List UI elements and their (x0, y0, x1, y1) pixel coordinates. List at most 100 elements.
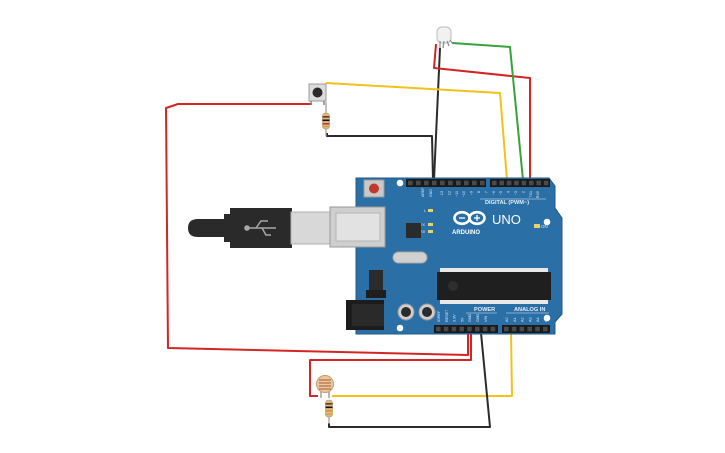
pin-label: 2 (521, 191, 525, 193)
arduino-logo (453, 210, 486, 226)
power-hole-3[interactable] (459, 326, 464, 332)
pin-label: A4 (536, 317, 540, 322)
wire-red-5v-ldr[interactable] (309, 333, 472, 397)
power-hole-7[interactable] (490, 326, 496, 332)
analog-hole-5[interactable] (543, 326, 548, 332)
digital-pwm-label: DIGITAL (PWM~) (485, 200, 529, 206)
digital-hole-right-5[interactable] (529, 180, 534, 186)
pin-label: 7 (484, 191, 488, 193)
analog-hole-3[interactable] (527, 326, 532, 332)
analog-hole-2[interactable] (519, 326, 525, 332)
power-hole-5[interactable] (475, 326, 480, 332)
digital-hole-left-3[interactable] (432, 180, 437, 186)
pin-label: VIN (484, 316, 488, 322)
digital-hole-right-2[interactable] (506, 180, 512, 186)
analog-hole-4[interactable] (535, 326, 540, 332)
reset-button[interactable] (363, 179, 385, 198)
voltage-regulator (369, 270, 383, 290)
gnd-label: GND (429, 189, 433, 197)
rgb-led[interactable] (436, 26, 454, 49)
mount-hole (543, 314, 551, 322)
digital-hole-left-4[interactable] (440, 180, 445, 186)
pin-label: A3 (528, 317, 532, 322)
power-label: POWER (474, 307, 495, 313)
digital-hole-left-2[interactable] (424, 180, 429, 186)
wire-red-5v-button[interactable] (165, 103, 469, 356)
pin-label: IOREF (437, 310, 441, 322)
digital-hole-left-8[interactable] (472, 180, 477, 186)
digital-header (406, 179, 550, 187)
digital-hole-right-3[interactable] (514, 180, 519, 186)
digital-hole-left-9[interactable] (480, 180, 485, 186)
resistor-ldr[interactable] (325, 399, 333, 424)
photoresistor[interactable] (316, 375, 334, 399)
pin-label: A1 (513, 317, 517, 322)
on-label: ON (541, 224, 548, 229)
power-header (434, 325, 498, 333)
digital-hole-right-4[interactable] (521, 180, 527, 186)
digital-hole-left-1[interactable] (416, 180, 421, 186)
wire-red-led-pin[interactable] (433, 43, 531, 180)
power-hole-0[interactable] (436, 326, 441, 332)
digital-hole-right-6[interactable] (536, 180, 541, 186)
mount-hole (396, 179, 404, 187)
analog-header (502, 325, 550, 333)
pin-label: GND (476, 313, 480, 322)
digital-hole-left-6[interactable] (456, 180, 461, 186)
digital-hole-left-7[interactable] (464, 180, 469, 186)
power-hole-2[interactable] (451, 326, 457, 332)
power-jack (346, 300, 384, 330)
brand-label: ARDUINO (452, 230, 480, 236)
digital-hole-left-5[interactable] (448, 180, 453, 186)
analog-in-label: ANALOG IN (514, 307, 545, 313)
power-hole-6[interactable] (482, 326, 488, 332)
wires (165, 42, 531, 428)
pin-label: 8 (477, 191, 481, 193)
capacitors (397, 303, 436, 321)
digital-hole-right-1[interactable] (499, 180, 504, 186)
pin-label: GND (468, 313, 472, 322)
pin-label: RESET (445, 309, 449, 322)
pin-label: 12 (447, 191, 451, 195)
wire-green-led-pin[interactable] (451, 42, 524, 181)
pin-label: A2 (521, 317, 525, 322)
pin-label: A0 (505, 317, 509, 322)
pin-label: 5V (460, 317, 464, 322)
mount-hole (396, 324, 404, 332)
tx-label: TX (420, 223, 425, 227)
microcontroller-chip (437, 268, 551, 304)
mount-hole (543, 218, 551, 226)
wire-yellow-ldr-a0[interactable] (332, 332, 513, 397)
pin-label: 4 (507, 191, 511, 193)
analog-hole-0[interactable] (504, 326, 509, 332)
l-label: L (424, 208, 427, 213)
power-hole-4[interactable] (467, 326, 472, 332)
pin-label: 13 (440, 191, 444, 195)
wire-black-button-gnd[interactable] (326, 133, 434, 181)
digital-hole-right-0[interactable] (492, 180, 497, 186)
resistor-button[interactable] (322, 102, 330, 136)
pin-label: RX0 (536, 191, 540, 198)
digital-hole-right-7[interactable] (543, 180, 549, 186)
pin-label: ~5 (499, 191, 503, 195)
pin-label: 3.3V (453, 314, 457, 322)
wire-black-led-gnd[interactable] (433, 47, 441, 181)
pin-label: ~10 (462, 191, 466, 197)
pin-label: ~11 (455, 191, 459, 197)
wire-yellow-button-pin[interactable] (325, 82, 508, 181)
usb-cable[interactable] (188, 208, 332, 248)
usb-icon (244, 220, 276, 236)
aref-label: AREF (421, 187, 425, 197)
usb-chip (406, 223, 421, 238)
digital-hole-left-0[interactable] (408, 180, 413, 186)
analog-hole-1[interactable] (511, 326, 517, 332)
power-hole-1[interactable] (443, 326, 449, 332)
wire-black-ldr-gnd[interactable] (328, 332, 491, 428)
pin-label: ~9 (470, 191, 474, 195)
pushbutton[interactable] (308, 83, 327, 105)
